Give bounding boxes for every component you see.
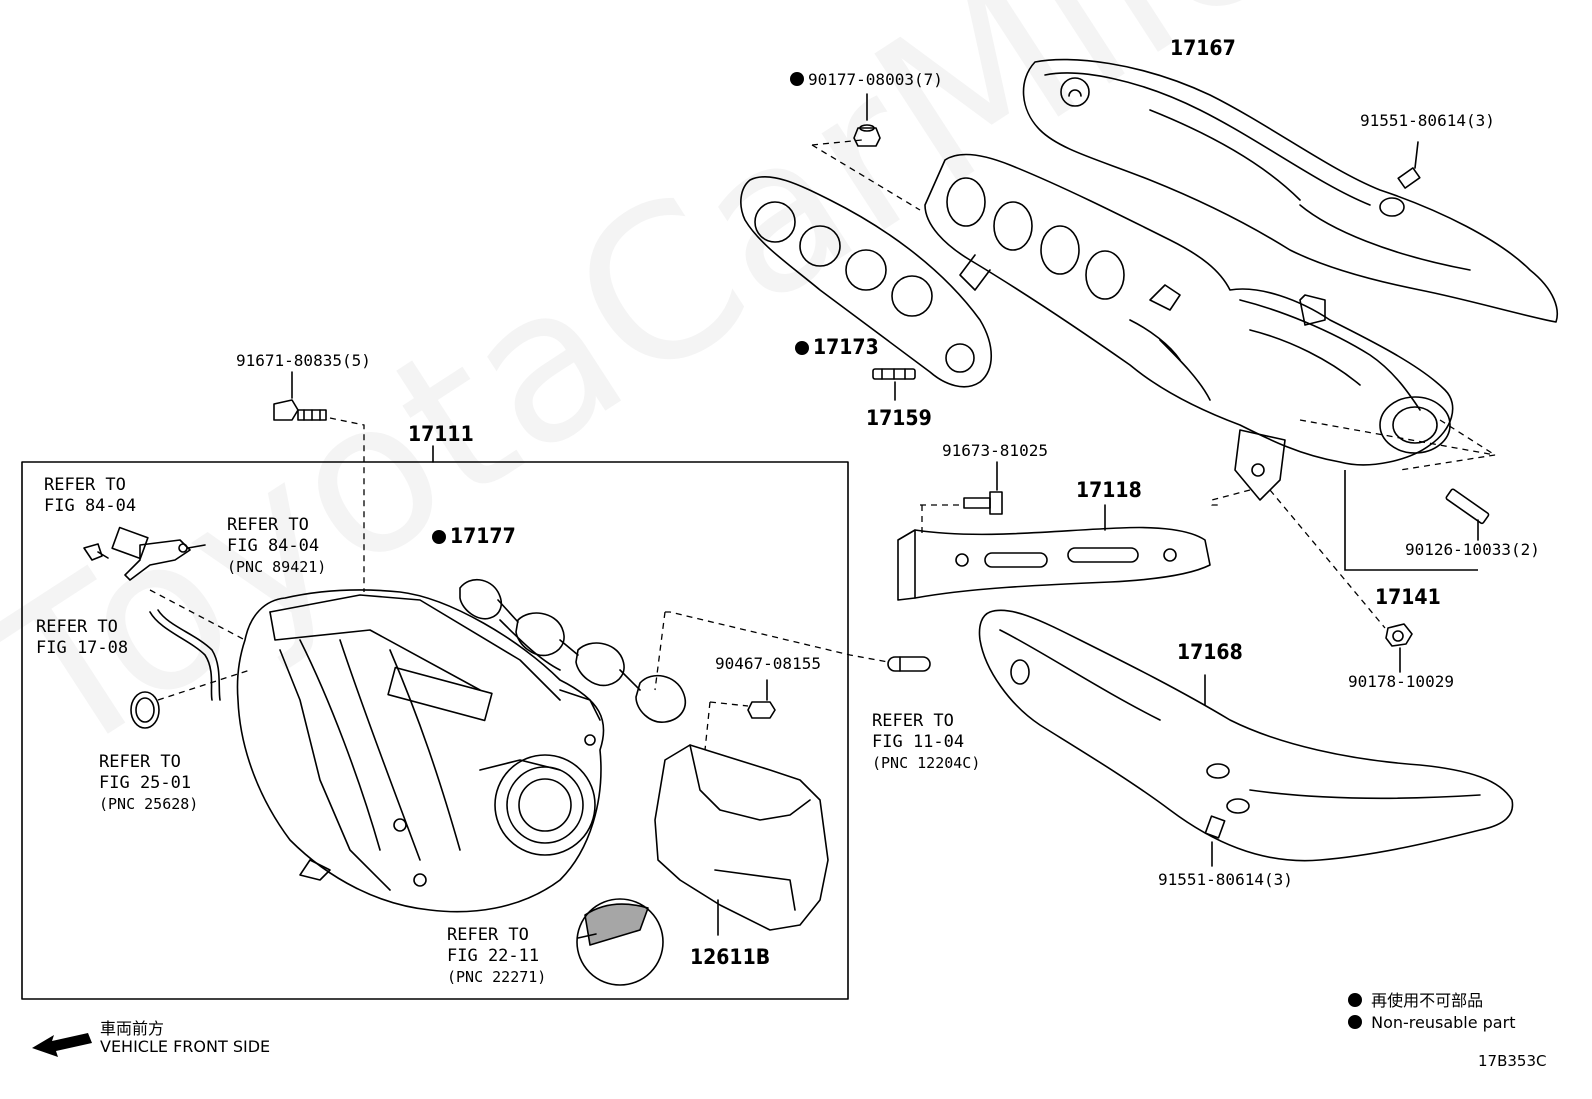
filter-screen [576,898,664,986]
part-17111-label: 17111 [408,422,474,446]
exhaust-gasket [740,176,992,388]
part-91673-label: 91673-81025 [942,441,1048,460]
nut-90177 [853,93,881,147]
non-reusable-dot [432,530,446,544]
figure-code: 17B353C [1478,1052,1547,1070]
intake-group-frame [21,461,849,1000]
part-17141-label: 17141 [1375,585,1441,609]
part-17159-label: 17159 [866,406,932,430]
refer-fig: FIG 17-08 [36,638,129,658]
cover-12611b [654,744,829,936]
refer-fig-84-04-b[interactable]: REFER TO FIG 84-04 (PNC 89421) [227,515,326,578]
legend-en-text: Non-reusable part [1371,1013,1516,1032]
refer-fig-84-04-a[interactable]: REFER TO FIG 84-04 [44,475,136,517]
part-17177-text: 17177 [450,524,516,548]
refer-fig-17-08[interactable]: REFER TO FIG 17-08 [36,617,128,659]
refer-fig-22-11[interactable]: REFER TO FIG 22-11 (PNC 22271) [447,925,546,988]
refer-fig: FIG 22-11 [447,946,540,966]
refer-fig-11-04[interactable]: REFER TO FIG 11-04 (PNC 12204C) [872,711,980,774]
heat-insulator-lower [978,609,1514,862]
refer-fig-25-01[interactable]: REFER TO FIG 25-01 (PNC 25628) [99,752,198,815]
part-17118-label: 17118 [1076,478,1142,502]
clip-90467 [747,679,776,719]
legend-jp-text: 再使用不可部品 [1371,991,1484,1010]
non-reusable-dot [790,72,804,86]
part-91671-label: 91671-80835(5) [236,351,371,370]
refer-fig: FIG 84-04 [44,496,137,516]
refer-pnc: (PNC 25628) [99,795,199,813]
bolt-91673 [963,461,1003,515]
non-reusable-dot [795,341,809,355]
refer-text: REFER TO [99,752,181,772]
sensor-assembly [83,526,191,581]
part-91551-bottom-label: 91551-80614(3) [1158,870,1293,889]
non-reusable-dot [1348,1015,1362,1029]
part-17173-text: 17173 [813,335,879,359]
part-12611b-label: 12611B [690,945,771,969]
stud-90126 [1445,488,1490,541]
manifold-stay [897,504,1211,601]
clamp [130,691,160,729]
part-17168-label: 17168 [1177,640,1243,664]
direction-en: VEHICLE FRONT SIDE [100,1037,271,1056]
part-90467-label: 90467-08155 [715,654,821,673]
refer-text: REFER TO [447,925,529,945]
part-90126-label: 90126-10033(2) [1405,540,1540,559]
non-reusable-dot [1348,993,1362,1007]
plug [887,656,931,672]
refer-pnc: (PNC 12204C) [872,754,981,772]
part-90178-label: 90178-10029 [1348,672,1454,691]
stud-17159 [872,368,916,401]
heat-insulator-upper [1022,58,1559,323]
refer-text: REFER TO [36,617,118,637]
legend-en: Non-reusable part [1348,1013,1515,1032]
nut-90178 [1385,623,1413,673]
part-17167-label: 17167 [1170,36,1236,60]
legend-jp: 再使用不可部品 [1348,987,1483,1011]
refer-text: REFER TO [872,711,954,731]
part-17177-label: 17177 [432,526,516,547]
intake-gasket [459,579,687,723]
bolt-91551-top [1397,141,1421,189]
direction-jp: 車両前方 [100,1019,165,1038]
refer-text: REFER TO [227,515,309,535]
part-90177-label: 90177-08003(7) [790,72,943,88]
bolt-91551-bottom [1204,815,1226,867]
refer-fig: FIG 11-04 [872,732,965,752]
refer-pnc: (PNC 22271) [447,968,547,986]
refer-pnc: (PNC 89421) [227,558,327,576]
hose [149,609,221,701]
refer-text: REFER TO [44,475,126,495]
refer-fig: FIG 84-04 [227,536,320,556]
part-17173-label: 17173 [795,337,879,358]
part-91551-top-label: 91551-80614(3) [1360,111,1495,130]
intake-manifold [236,589,605,913]
vehicle-front-arrow [32,1033,92,1057]
refer-fig: FIG 25-01 [99,773,192,793]
part-90177-text: 90177-08003(7) [808,70,943,89]
bolt-91671 [273,371,327,421]
